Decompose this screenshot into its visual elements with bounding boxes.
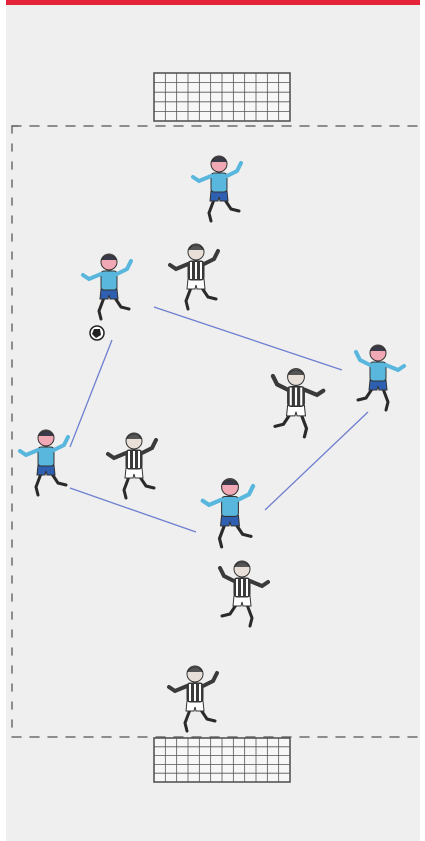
player-arm xyxy=(220,568,234,581)
player-arm xyxy=(227,163,241,176)
player-arm xyxy=(203,673,217,686)
player-arm xyxy=(20,450,38,455)
player-arm xyxy=(356,352,370,365)
player-stripes-right[interactable] xyxy=(273,369,323,437)
pass-line xyxy=(70,340,112,447)
player-arm xyxy=(169,686,187,691)
bottom-goal xyxy=(154,738,290,782)
pass-line xyxy=(70,488,196,532)
player-arm xyxy=(273,376,288,390)
player-blue-left-back[interactable] xyxy=(20,430,68,495)
player-shirt xyxy=(38,447,54,466)
player-arm xyxy=(54,437,68,450)
player-arm xyxy=(250,581,268,586)
player-arm xyxy=(203,500,222,505)
player-arm xyxy=(170,264,188,269)
player-shorts xyxy=(287,405,306,416)
player-shirt xyxy=(370,362,386,381)
player-stripes-left[interactable] xyxy=(108,433,156,498)
player-shirt xyxy=(222,497,239,517)
player-arm xyxy=(193,176,211,181)
player-stripes-goalkeeper[interactable] xyxy=(169,666,217,731)
player-shirt xyxy=(101,271,117,290)
pass-line xyxy=(265,412,368,510)
player-arm xyxy=(142,440,156,453)
pass-line xyxy=(154,307,342,370)
player-shorts xyxy=(221,515,240,526)
player-arm xyxy=(108,453,126,458)
player-blue-right-wing[interactable] xyxy=(356,345,404,410)
player-blue-center[interactable] xyxy=(203,479,253,547)
players-layer xyxy=(20,156,404,731)
player-arm xyxy=(83,274,101,279)
player-arm xyxy=(238,486,253,500)
player-arm xyxy=(386,365,404,370)
pass-lines xyxy=(70,307,368,532)
soccer-ball[interactable] xyxy=(90,326,104,340)
player-blue-left-wing[interactable] xyxy=(83,254,131,319)
player-arm xyxy=(304,390,323,395)
pitch-canvas xyxy=(6,5,420,841)
player-shirt xyxy=(211,173,227,192)
pitch-boundary xyxy=(12,126,420,737)
player-blue-top-forward[interactable] xyxy=(193,156,241,221)
player-stripes-center[interactable] xyxy=(220,561,268,626)
player-arm xyxy=(204,251,218,264)
player-stripes-top[interactable] xyxy=(170,244,218,309)
football-pitch-board xyxy=(6,5,420,841)
top-goal xyxy=(154,73,290,121)
player-arm xyxy=(117,261,131,274)
